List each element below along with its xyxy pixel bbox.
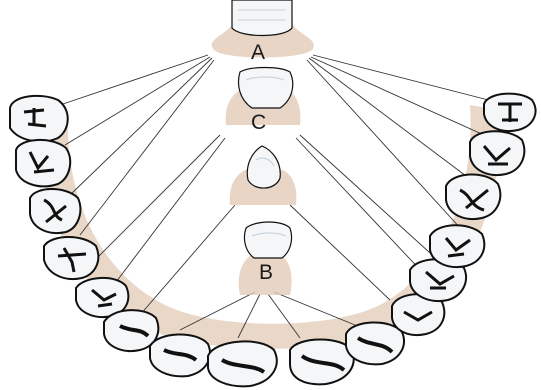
tooth-right-2 — [469, 130, 526, 176]
tooth-left-6 — [103, 309, 160, 352]
tooth-right-3 — [445, 173, 502, 220]
central-tooth-a — [211, 0, 314, 58]
label-c: C — [251, 111, 267, 134]
tooth-left-5 — [75, 277, 130, 318]
label-a: A — [251, 41, 266, 64]
leader-lines-a — [59, 54, 501, 236]
tooth-bottom-3 — [289, 338, 355, 386]
tooth-left-1 — [9, 94, 69, 143]
leader-lines-canine — [139, 204, 391, 316]
central-tooth-c — [225, 66, 301, 125]
tooth-bottom-2 — [207, 340, 278, 388]
tooth-right-4 — [429, 224, 486, 268]
central-tooth-b — [238, 221, 293, 295]
tooth-left-3 — [29, 188, 82, 234]
tooth-right-1 — [483, 92, 537, 132]
tooth-left-2 — [15, 139, 72, 188]
tooth-bottom-4 — [345, 321, 405, 366]
tooth-left-4 — [43, 236, 100, 280]
tooth-bottom-1 — [149, 333, 211, 378]
leader-lines-b — [179, 291, 356, 339]
leader-lines-c — [94, 134, 441, 291]
arch-teeth — [9, 92, 537, 388]
tooth-right-6 — [391, 293, 446, 336]
label-b: B — [259, 261, 274, 284]
canine-tooth — [229, 145, 297, 205]
